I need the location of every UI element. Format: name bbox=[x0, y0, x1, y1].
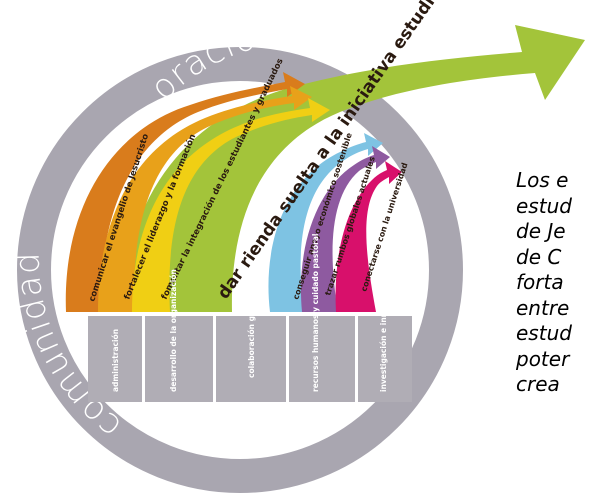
arrow-0 bbox=[65, 72, 305, 312]
foundation-label-3: recursos humanos y cuidado pastoral bbox=[311, 234, 320, 392]
side-text-line: de Je bbox=[516, 219, 566, 243]
arrow-1 bbox=[98, 86, 312, 312]
arrow-4 bbox=[268, 133, 383, 312]
foundation-label-0: administración bbox=[111, 329, 120, 392]
foundation-label-1: desarrollo de la organización bbox=[169, 269, 178, 392]
side-text-line: forta bbox=[516, 270, 564, 294]
arrow-5 bbox=[300, 146, 390, 312]
main-arrow bbox=[120, 25, 585, 312]
foundation-box-0 bbox=[88, 316, 142, 402]
side-text-line: poter bbox=[516, 346, 570, 371]
side-description: Los e estud de Je de C forta entre estud… bbox=[516, 168, 591, 398]
foundation-box-4 bbox=[358, 316, 412, 402]
foundation-label-4: investigación e innovación bbox=[379, 279, 388, 392]
side-text-line: entre bbox=[516, 295, 570, 320]
side-text-line: Los e bbox=[516, 168, 569, 192]
foundation-box-3 bbox=[289, 316, 355, 402]
side-text-line: estud bbox=[516, 321, 572, 345]
foundation-box-1 bbox=[145, 316, 213, 402]
side-text-line: de C bbox=[516, 244, 562, 269]
outer-ring bbox=[17, 47, 463, 493]
side-text-line: crea bbox=[516, 372, 560, 396]
arrow-6 bbox=[335, 161, 402, 312]
side-text-line: estud bbox=[516, 193, 572, 218]
arrow-2 bbox=[132, 98, 330, 312]
foundation-label-2: colaboración global bbox=[247, 295, 256, 378]
foundation-box-2 bbox=[216, 316, 286, 402]
foundation-bar bbox=[88, 316, 412, 402]
